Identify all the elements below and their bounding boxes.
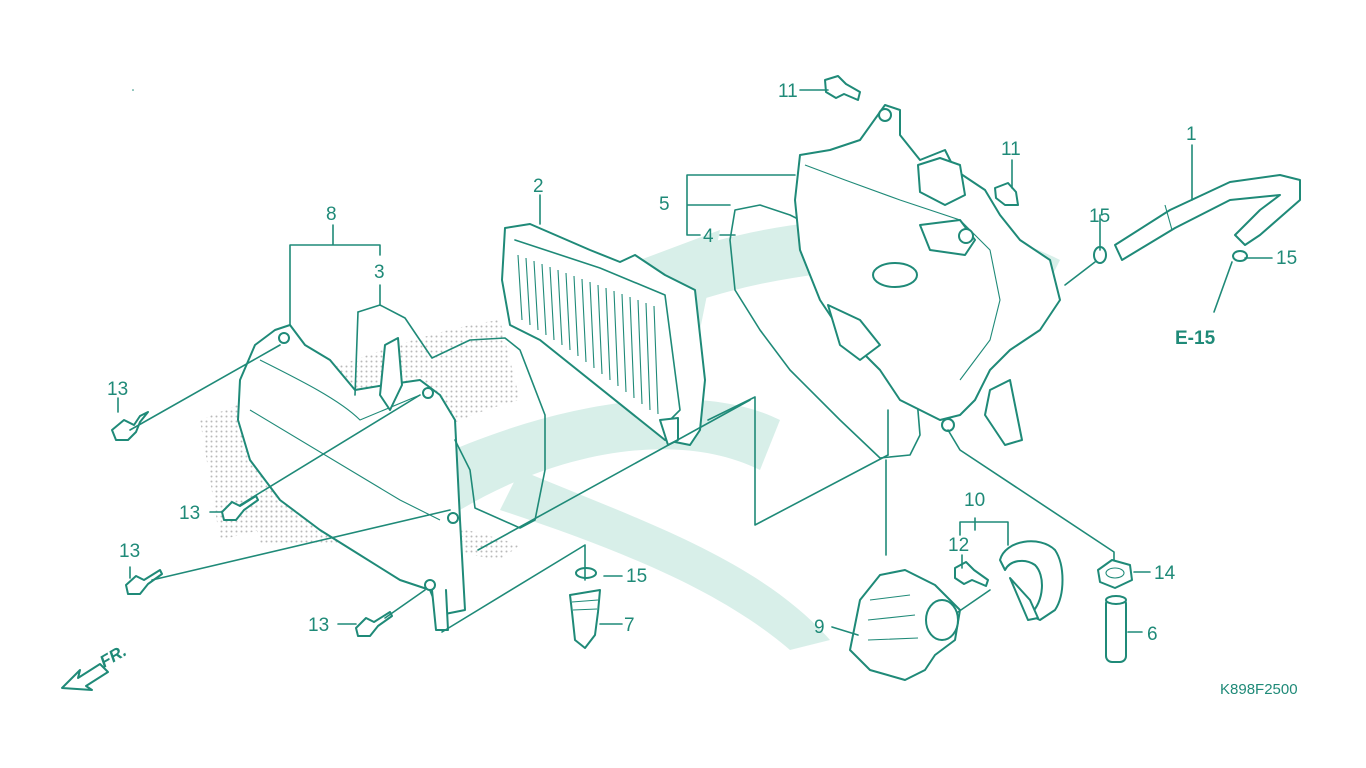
bolts bbox=[824, 75, 1019, 587]
air-filter-element bbox=[501, 223, 706, 446]
cover-seal bbox=[354, 304, 546, 529]
callout-5: 5 bbox=[659, 194, 670, 215]
callout-10: 10 bbox=[964, 490, 985, 511]
callout-13-lower: 13 bbox=[119, 541, 140, 562]
leader-lines bbox=[117, 89, 1273, 636]
front-direction-arrow: FR. bbox=[61, 641, 130, 691]
callout-3: 3 bbox=[374, 262, 385, 283]
drain-tube bbox=[1105, 595, 1127, 663]
callout-14: 14 bbox=[1154, 563, 1176, 584]
tube-clip bbox=[1097, 559, 1133, 589]
callout-8: 8 bbox=[326, 204, 337, 225]
air-cleaner-case bbox=[794, 104, 1061, 446]
tube-band bbox=[999, 540, 1064, 621]
connecting-tube bbox=[849, 569, 961, 681]
callout-2: 2 bbox=[533, 176, 544, 197]
filter-pleats bbox=[517, 254, 659, 415]
air-cleaner-cover bbox=[237, 324, 466, 631]
drawing-code: K898F2500 bbox=[1220, 681, 1298, 698]
callout-13-bottom: 13 bbox=[308, 615, 329, 636]
callout-13-upper: 13 bbox=[107, 379, 128, 400]
callout-7: 7 bbox=[624, 615, 635, 636]
callout-9: 9 bbox=[814, 617, 825, 638]
callout-11-top: 11 bbox=[778, 81, 798, 102]
callout-4: 4 bbox=[703, 226, 714, 247]
callout-12: 12 bbox=[948, 535, 969, 556]
callout-11-right: 11 bbox=[1001, 139, 1021, 160]
callout-15-tube: 15 bbox=[1276, 248, 1297, 269]
cross-reference-label[interactable]: E-15 bbox=[1175, 328, 1216, 349]
callout-15-left: 15 bbox=[626, 566, 647, 587]
drain-plug bbox=[569, 589, 601, 649]
callout-15-case: 15 bbox=[1089, 206, 1110, 227]
callout-6: 6 bbox=[1147, 624, 1158, 645]
callout-labels: 1 2 3 4 5 6 7 8 9 10 11 11 12 13 13 13 1… bbox=[107, 81, 1297, 645]
screws bbox=[111, 411, 393, 637]
breather-tube bbox=[1114, 174, 1301, 261]
callout-1: 1 bbox=[1186, 124, 1197, 145]
callout-13-middle: 13 bbox=[179, 503, 200, 524]
